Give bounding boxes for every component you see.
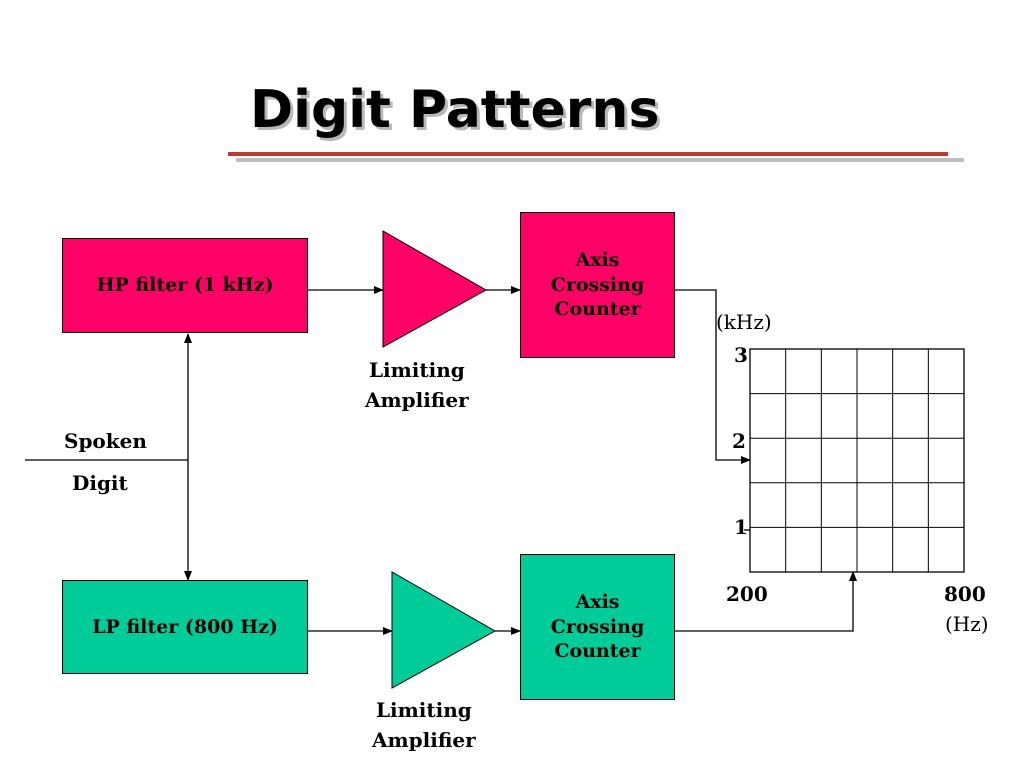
title-rule-shadow [236, 158, 964, 162]
y-tick-3: 3 [734, 343, 748, 367]
title-rule [228, 152, 948, 156]
amplifier-label-top: Limiting Amplifier [365, 358, 469, 412]
y-unit-label: (kHz) [716, 310, 772, 334]
limiting-amplifier-bottom-triangle [391, 571, 497, 689]
x-tick-800: 800 [944, 582, 986, 606]
limiting-amplifier-top-triangle [382, 230, 488, 348]
y-tick-1: 1 [734, 515, 748, 539]
amplifier-label-bottom: Limiting Amplifier [372, 698, 476, 752]
lp-filter-label: LP filter (800 Hz) [92, 615, 278, 638]
counter-top-label: Axis Crossing Counter [550, 248, 645, 321]
counter-bottom-label: Axis Crossing Counter [550, 590, 645, 663]
counter-bottom-to-grid-arrow [675, 571, 857, 632]
pattern-grid [749, 348, 965, 573]
y-tick-2: 2 [732, 429, 746, 453]
x-unit-label: (Hz) [945, 612, 989, 636]
input-label-spoken: Spoken [64, 429, 147, 453]
axis-crossing-counter-bottom: Axis Crossing Counter [520, 554, 675, 700]
hp-filter-box: HP filter (1 kHz) [62, 238, 308, 333]
slide-title: Digit Patterns [250, 80, 660, 140]
axis-crossing-counter-top: Axis Crossing Counter [520, 212, 675, 358]
counter-top-to-grid-arrow [675, 289, 751, 464]
hp-filter-label: HP filter (1 kHz) [96, 274, 274, 297]
lp-filter-box: LP filter (800 Hz) [62, 580, 308, 674]
input-label-digit: Digit [72, 471, 128, 495]
x-tick-200: 200 [726, 582, 768, 606]
